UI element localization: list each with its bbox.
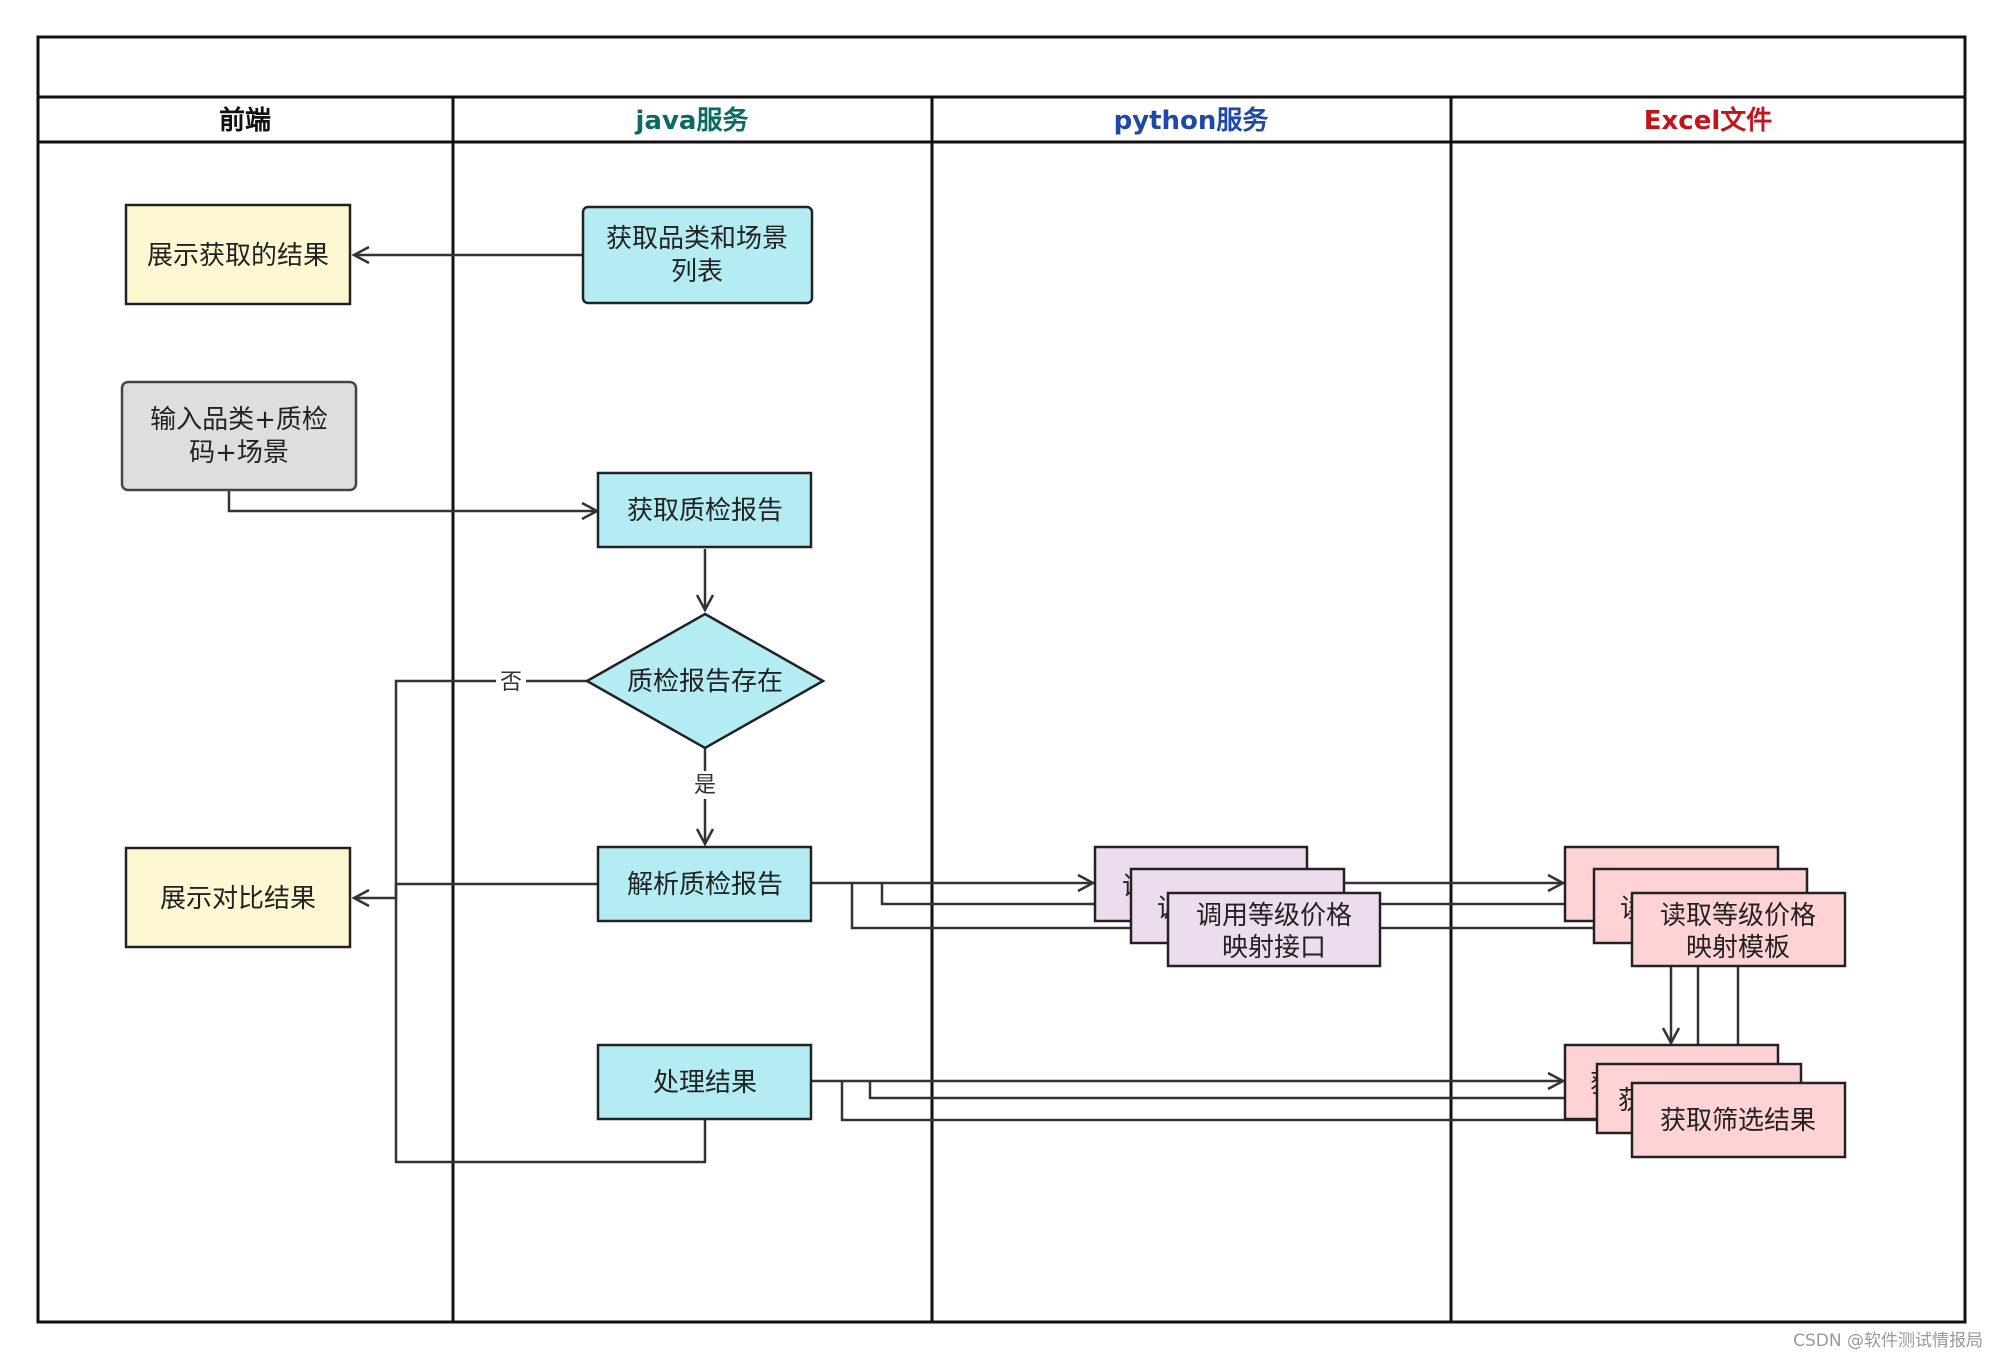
node-label-line1: 获取品类和场景 xyxy=(606,224,788,254)
node-label: 展示对比结果 xyxy=(160,884,316,914)
stack-node-front-label-line2: 映射接口 xyxy=(1222,933,1326,963)
node-label: 获取质检报告 xyxy=(627,496,783,526)
node-shape xyxy=(596,845,813,923)
stack-node-front xyxy=(1630,1081,1847,1159)
node-shape xyxy=(596,471,813,549)
lane-title-python-service: python服务 xyxy=(1114,106,1269,136)
watermark: CSDN @软件测试情报局 xyxy=(1793,1331,1983,1351)
node-input-category-code-scene: 输入品类+质检 码+场景 xyxy=(120,380,358,492)
lane-title-frontend: 前端 xyxy=(219,105,271,136)
node-label: 解析质检报告 xyxy=(627,870,783,900)
node-shape xyxy=(124,846,352,949)
edge-input-to-get-report xyxy=(227,491,600,521)
edge-process-to-show xyxy=(394,898,707,1164)
node-shape xyxy=(581,205,814,305)
stack-node-front-label-line1: 调用等级价格 xyxy=(1196,901,1352,931)
edge-label-yes: 是 xyxy=(694,773,716,798)
node-shape xyxy=(124,203,352,306)
lane-title-java-service: java服务 xyxy=(635,106,749,136)
node-qc-report-exists-decision: 质检报告存在 xyxy=(584,612,826,750)
node-stack-read-grade-price-template: 读 读 读取等级价格 映射模板 xyxy=(1563,845,1847,968)
node-show-fetch-result: 展示获取的结果 xyxy=(124,203,352,306)
node-stack-call-grade-price-api: 调 调 调用等级价格 映射接口 xyxy=(1093,845,1382,968)
lane-title-excel-file: Excel文件 xyxy=(1644,105,1773,136)
edge-label-bg-yes xyxy=(690,771,720,799)
stack-node-front-label: 获取筛选结果 xyxy=(1660,1106,1816,1136)
node-label: 展示获取的结果 xyxy=(147,241,329,271)
node-label: 处理结果 xyxy=(653,1068,757,1098)
node-label-line2: 列表 xyxy=(671,257,723,287)
node-label: 质检报告存在 xyxy=(627,667,783,697)
stack-node-front xyxy=(1166,891,1382,968)
decision-diamond xyxy=(584,612,826,750)
edge-parse-to-show xyxy=(394,882,598,898)
node-shape xyxy=(596,1043,813,1121)
node-shape xyxy=(120,380,358,492)
node-get-qc-report: 获取质检报告 xyxy=(596,471,813,549)
edge-label-no: 否 xyxy=(500,670,522,695)
node-show-compare-result: 展示对比结果 xyxy=(124,846,352,949)
stack-node-front-label-line1: 读取等级价格 xyxy=(1660,901,1816,931)
node-stack-get-filter-result: 获 获 获取筛选结果 xyxy=(1563,1043,1847,1159)
edge-label-bg-no xyxy=(496,667,526,695)
edge-parse-to-call-2 xyxy=(880,883,1133,914)
edge-process-to-get-3 xyxy=(840,1081,1635,1130)
node-process-result: 处理结果 xyxy=(596,1043,813,1121)
stack-node-front xyxy=(1630,891,1847,968)
stack-node-front-label-line2: 映射模板 xyxy=(1686,933,1790,963)
node-label-line2: 码+场景 xyxy=(189,438,289,468)
edge-parse-to-call-3 xyxy=(850,883,1171,938)
edge-process-to-get-2 xyxy=(868,1081,1599,1108)
edge-decision-no xyxy=(351,679,587,908)
node-label-line1: 输入品类+质检 xyxy=(150,405,328,435)
node-parse-qc-report: 解析质检报告 xyxy=(596,845,813,923)
node-get-category-scene-list: 获取品类和场景 列表 xyxy=(581,205,814,305)
